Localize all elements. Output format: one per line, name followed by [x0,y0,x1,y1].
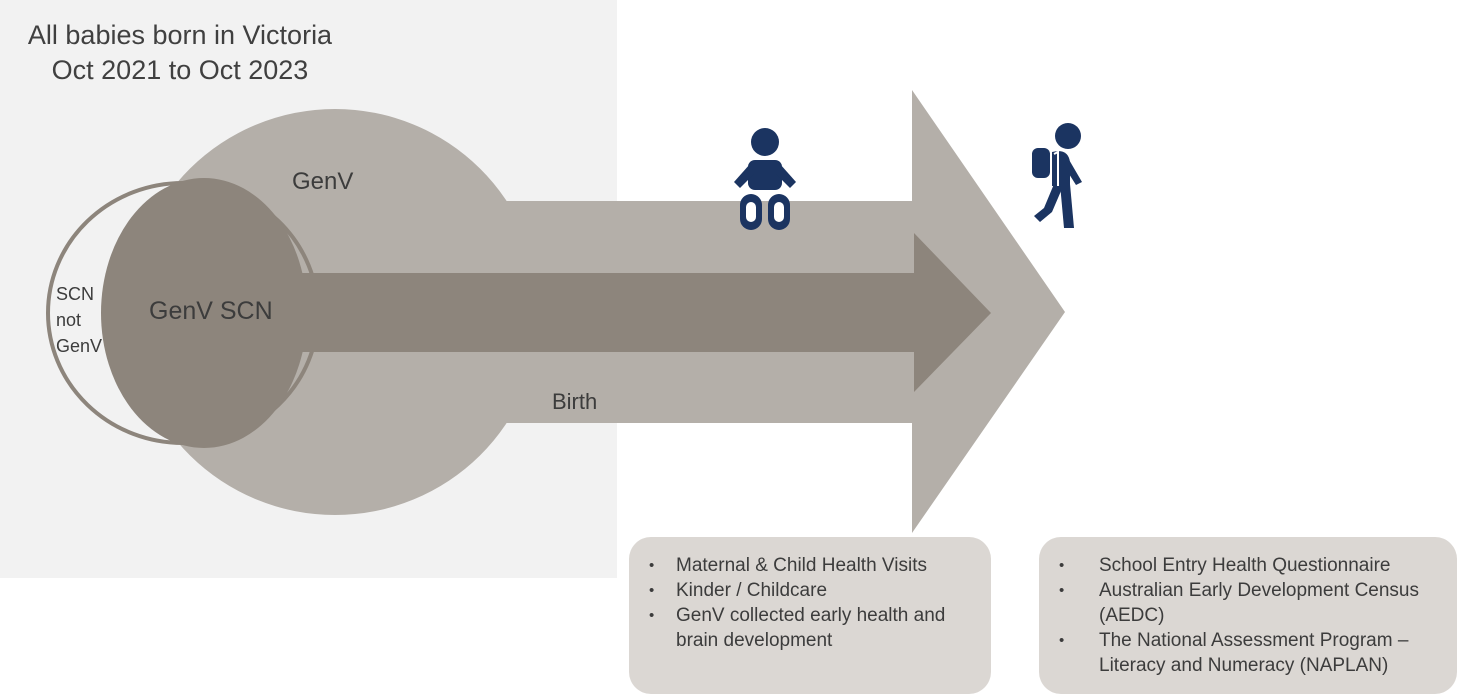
genv-scn-arrow [101,178,991,448]
list-item: Maternal & Child Health Visits [631,553,983,578]
birth-label: Birth [552,389,598,414]
genv-label: GenV [292,168,354,195]
scn-not-genv-line-3: GenV [56,336,103,356]
baby-icon [734,128,796,230]
list-item: The National Assessment Program – Litera… [1055,628,1449,678]
scn-not-genv-line-2: not [56,310,82,330]
population-title: All babies born in Victoria Oct 2021 to … [0,18,360,88]
scn-not-genv-line-1: SCN [56,284,95,304]
list-item: School Entry Health Questionnaire [1055,553,1449,578]
list-item: Kinder / Childcare [631,578,983,603]
genv-scn-label: GenV SCN [149,297,273,325]
list-item: GenV collected early health and brain de… [631,603,983,653]
list-item: Australian Early Development Census (AED… [1055,578,1449,628]
scn-not-genv-label: SCN not GenV [56,281,116,359]
school-list: School Entry Health Questionnaire Austra… [1055,553,1449,678]
early-childhood-data-box: Maternal & Child Health Visits Kinder / … [629,537,991,694]
school-data-box: School Entry Health Questionnaire Austra… [1039,537,1457,694]
title-line-2: Oct 2021 to Oct 2023 [51,55,309,85]
genv-scn-circle [101,178,307,448]
title-line-1: All babies born in Victoria [27,20,333,50]
genv-scn-arrow-body [290,233,991,392]
schoolchild-icon [1032,123,1082,228]
early-childhood-list: Maternal & Child Health Visits Kinder / … [631,553,983,653]
